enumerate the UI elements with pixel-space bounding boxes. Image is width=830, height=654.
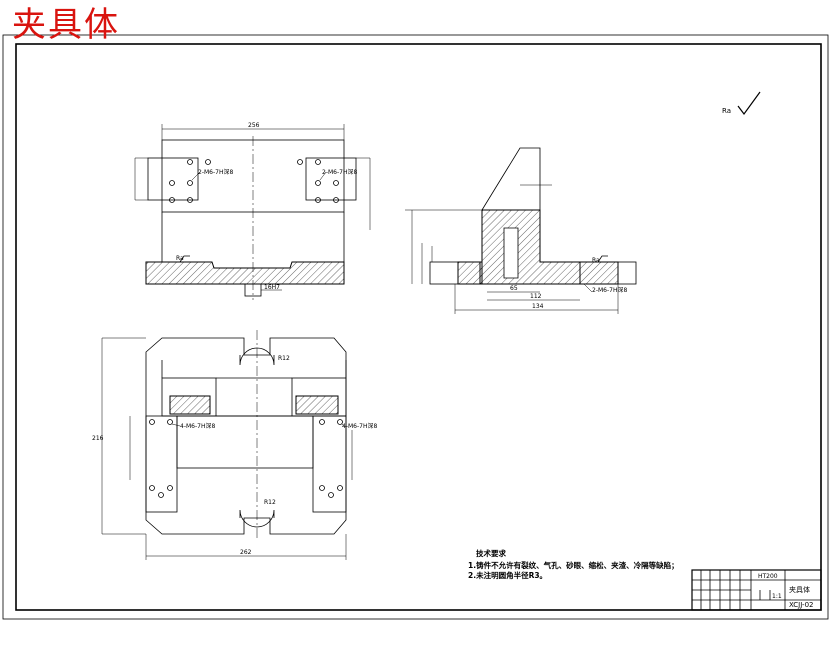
top-height-dim: 216 <box>92 435 104 442</box>
surface-finish-label: Ra <box>722 107 731 115</box>
top-view: R12 R12 4-M6-7H深8 <box>92 330 377 560</box>
top-holes-left <box>149 419 173 498</box>
notes-heading: 技术要求 <box>476 548 506 558</box>
title-block-material: HT200 <box>758 573 778 580</box>
front-fit-dim: 16H7 <box>264 284 280 291</box>
side-dim-inner: 65 <box>510 285 518 292</box>
side-view: 134 112 65 2-M6-7H深8 Ra <box>405 147 637 314</box>
top-radius-bottom: R12 <box>264 499 276 506</box>
inner-border <box>15 43 822 611</box>
front-width-dim: 256 <box>248 122 260 129</box>
side-thread-callout: 2-M6-7H深8 <box>592 286 627 294</box>
title-block-name: 夹具体 <box>789 585 810 594</box>
technical-notes: 技术要求 1.铸件不允许有裂纹、气孔、砂眼、缩松、夹渣、冷隔等缺陷； 2.未注明… <box>468 548 679 580</box>
outer-border <box>2 34 829 620</box>
title-block-number: XCJJ-02 <box>789 601 814 609</box>
title-block: HT200 夹具体 1:1 XCJJ-02 <box>691 569 822 611</box>
front-thread-left-callout: 2-M6-7H深8 <box>198 168 233 176</box>
top-radius-top: R12 <box>278 355 290 362</box>
notes-line-2: 2.未注明圆角半径R3。 <box>468 570 547 580</box>
top-thread-left-callout: 4-M6-7H深8 <box>180 422 215 430</box>
front-holes-left <box>169 159 211 203</box>
front-thread-right-callout: 2-M6-7H深8 <box>322 168 357 176</box>
surface-finish-symbol: Ra <box>722 91 761 116</box>
side-ra-label: Ra <box>592 257 600 264</box>
front-ra-label: Ra <box>176 255 184 262</box>
top-width-dim: 262 <box>240 549 252 556</box>
side-dim-mid: 112 <box>530 293 542 300</box>
top-holes-right <box>319 419 343 498</box>
side-dim-bottom: 134 <box>532 303 544 310</box>
front-view: 256 <box>134 122 371 300</box>
front-holes-right <box>297 159 339 203</box>
notes-line-1: 1.铸件不允许有裂纹、气孔、砂眼、缩松、夹渣、冷隔等缺陷； <box>468 560 679 571</box>
top-thread-right-callout: 4-M6-7H深8 <box>342 422 377 430</box>
title-block-scale: 1:1 <box>772 593 782 600</box>
page-title: 夹具体 <box>12 5 120 45</box>
